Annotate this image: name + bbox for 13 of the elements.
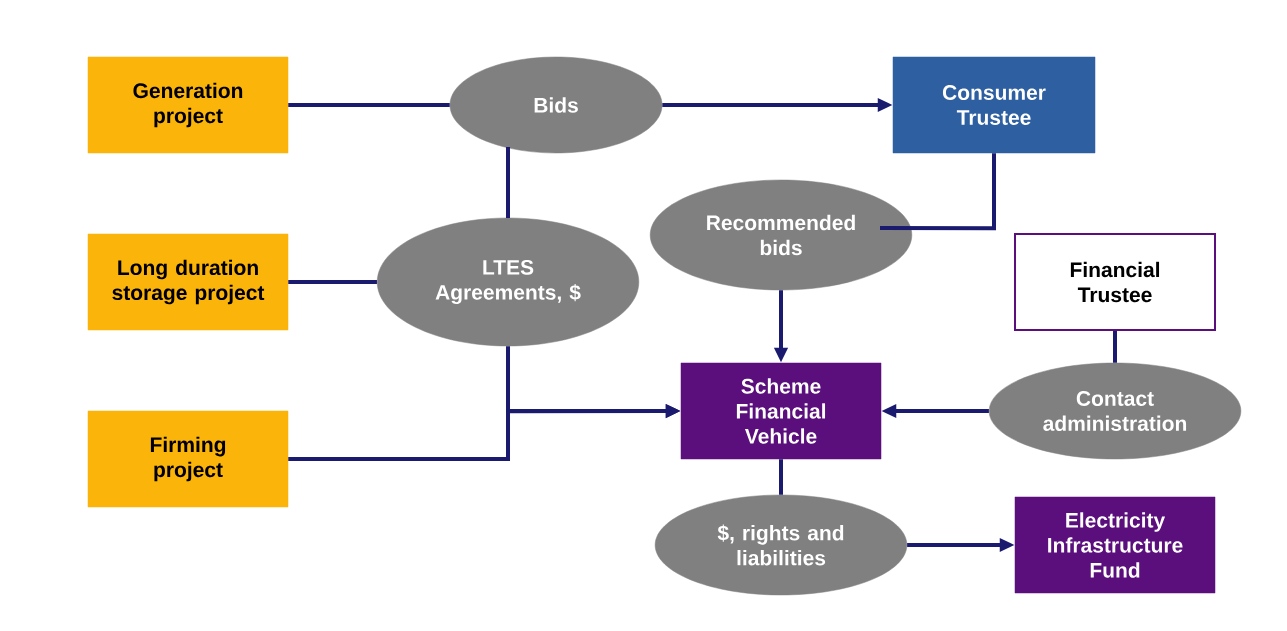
connector [1113,331,1117,363]
process-box: Electricity Infrastructure Fund [1014,496,1216,594]
process-box: Financial Trustee [1014,233,1216,331]
connector [779,459,783,495]
process-box: Long duration storage project [87,233,289,331]
process-box: Generation project [87,56,289,154]
process-box: Scheme Financial Vehicle [680,362,882,460]
connector [288,103,450,107]
connector [880,153,996,231]
connector [288,280,377,284]
connector [506,147,510,218]
process-box: Firming project [87,410,289,508]
process-box: Consumer Trustee [892,56,1096,154]
